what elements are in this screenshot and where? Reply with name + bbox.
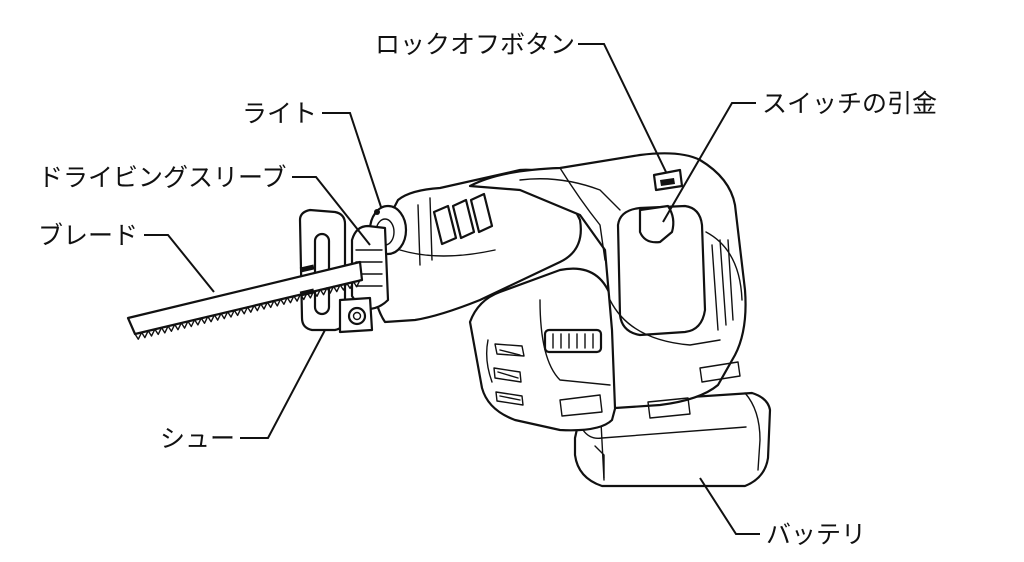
label-battery: バッテリ	[766, 520, 866, 549]
label-shoe: シュー	[160, 424, 235, 453]
label-switch-trigger: スイッチの引金	[762, 89, 937, 118]
saw-blade	[126, 260, 364, 340]
side-vent	[543, 328, 603, 354]
label-light: ライト	[242, 99, 317, 128]
leader-lines	[144, 43, 760, 535]
saw-body	[370, 152, 747, 432]
label-driving-sleeve: ドライビングスリーブ	[38, 163, 287, 192]
nose-assembly	[298, 204, 408, 334]
label-blade: ブレード	[38, 221, 138, 250]
label-lock-off-button: ロックオフボタン	[375, 30, 575, 59]
